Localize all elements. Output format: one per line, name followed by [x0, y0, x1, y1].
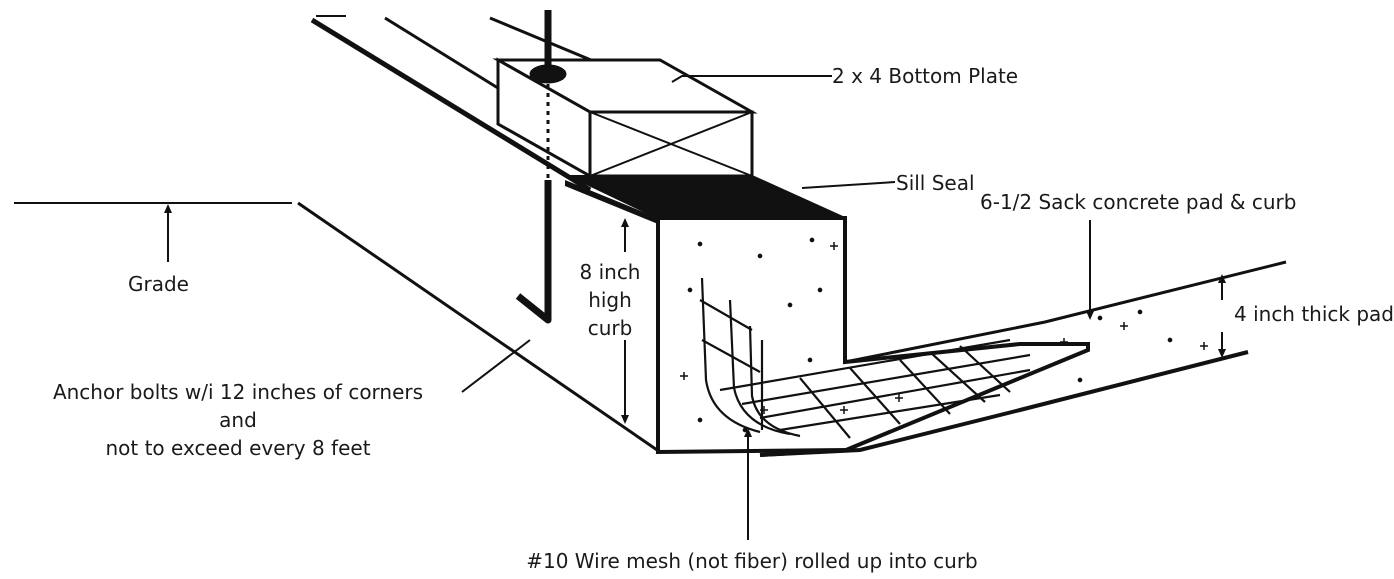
concrete-mix-label: 6-1/2 Sack concrete pad & curb [980, 190, 1297, 214]
anchor-bolts-label: Anchor bolts w/i 12 inches of corners an… [8, 378, 468, 462]
curb-height-line-2: high [588, 288, 632, 312]
wire-mesh-label: #10 Wire mesh (not fiber) rolled up into… [526, 549, 978, 573]
curb-height-line-3: curb [587, 316, 633, 340]
leader-lines [164, 75, 1226, 540]
anchor-bolts-line-3: not to exceed every 8 feet [105, 436, 371, 460]
anchor-bolts-line-2: and [219, 408, 257, 432]
bottom-plate-label: 2 x 4 Bottom Plate [832, 64, 1019, 88]
anchor-bolt [515, 10, 567, 324]
anchor-bolts-line-1: Anchor bolts w/i 12 inches of corners [52, 380, 424, 404]
concrete-curb [656, 216, 1090, 455]
wire-mesh [699, 277, 1031, 439]
curb-height-line-1: 8 inch [579, 260, 641, 284]
stem-wall-outline [297, 15, 741, 454]
grade-label: Grade [128, 272, 189, 296]
pad-thickness-label: 4 inch thick pad [1234, 302, 1394, 326]
concrete-pad [759, 260, 1287, 457]
sill-seal-label: Sill Seal [896, 171, 975, 195]
curb-height-label: 8 inch high curb [570, 258, 650, 342]
